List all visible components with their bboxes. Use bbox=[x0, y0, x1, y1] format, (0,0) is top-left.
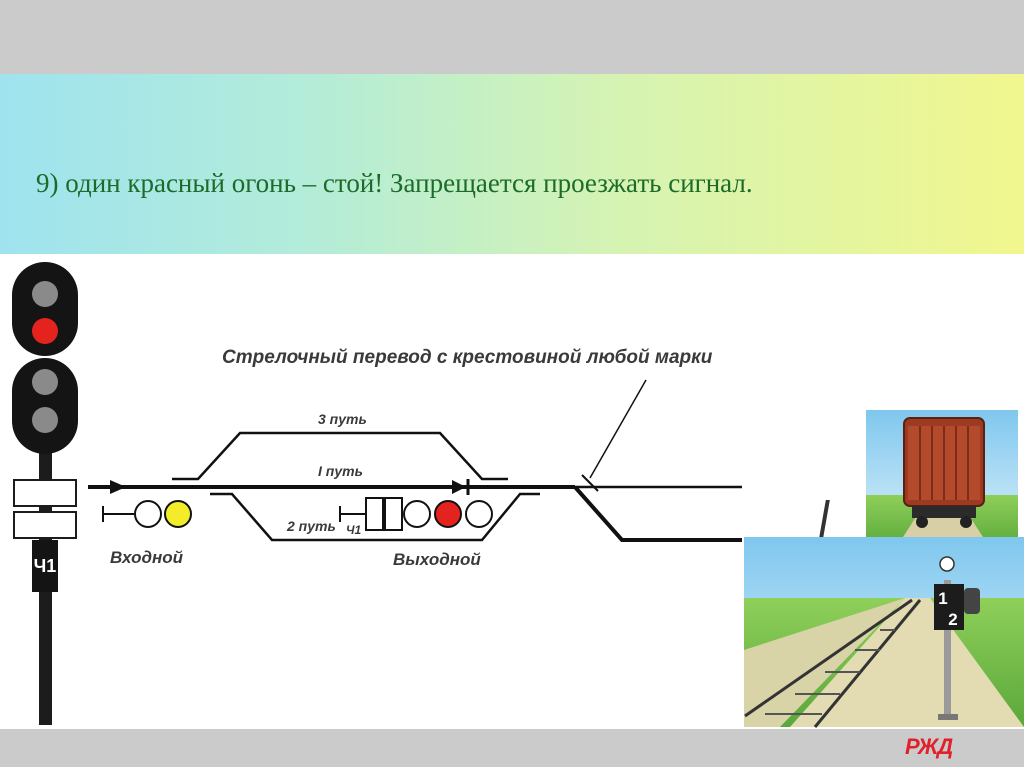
entry-yellow-lamp bbox=[164, 500, 192, 528]
entry-signal-label: Входной bbox=[110, 548, 184, 567]
frog-mark bbox=[581, 474, 599, 492]
freight-car-illustration bbox=[817, 410, 1018, 548]
entry-signal-symbol bbox=[102, 500, 192, 528]
exit-signal-label: Выходной bbox=[393, 550, 481, 569]
red-lamp bbox=[32, 318, 58, 344]
rzd-logo: РЖД bbox=[905, 733, 969, 761]
exit-red-lamp bbox=[434, 500, 462, 528]
turnout-label: Стрелочный перевод с крестовиной любой м… bbox=[222, 347, 713, 368]
bottom-bar bbox=[0, 729, 1024, 767]
rzd-logo-text: РЖД bbox=[905, 734, 953, 759]
signal-plate-label: Ч1 bbox=[34, 556, 57, 576]
route-indicator bbox=[934, 584, 964, 630]
route-digit-1: 1 bbox=[938, 589, 947, 608]
track-diagram bbox=[88, 379, 742, 542]
route-digit-2: 2 bbox=[948, 610, 957, 629]
track-2-label: 2 путь bbox=[286, 518, 336, 534]
title-banner bbox=[0, 74, 1024, 254]
track-1-label: I путь bbox=[318, 463, 363, 479]
signal-head-lower bbox=[12, 358, 78, 454]
direction-arrow bbox=[452, 480, 466, 494]
unlit-lamp bbox=[32, 407, 58, 433]
entry-unlit-lamp bbox=[134, 500, 162, 528]
signal-plate bbox=[32, 540, 58, 592]
big-signal: Ч1 bbox=[12, 262, 78, 725]
exit-signal-code: Ч1 bbox=[346, 523, 361, 537]
signal-head-upper bbox=[12, 262, 78, 356]
track-2 bbox=[210, 492, 540, 542]
slide-title: 9) один красный огонь – стой! Запрещаетс… bbox=[36, 168, 753, 198]
signal-board bbox=[13, 511, 77, 539]
track-3 bbox=[172, 431, 508, 481]
label-pointer bbox=[589, 379, 647, 479]
direction-arrow bbox=[110, 480, 126, 494]
exit-signal-board bbox=[384, 497, 403, 531]
exit-signal-board bbox=[365, 497, 384, 531]
track-illustration: 1 2 bbox=[744, 537, 1024, 728]
exit-unlit-lamp bbox=[403, 500, 431, 528]
track-3-label: 3 путь bbox=[318, 411, 367, 427]
signal-board bbox=[13, 479, 77, 507]
indicator-mast bbox=[944, 580, 951, 716]
turnout-diverging bbox=[573, 485, 742, 542]
exit-unlit-lamp bbox=[465, 500, 493, 528]
top-bar bbox=[0, 0, 1024, 74]
exit-signal-symbol bbox=[339, 497, 493, 531]
unlit-lamp bbox=[32, 281, 58, 307]
unlit-lamp bbox=[32, 369, 58, 395]
